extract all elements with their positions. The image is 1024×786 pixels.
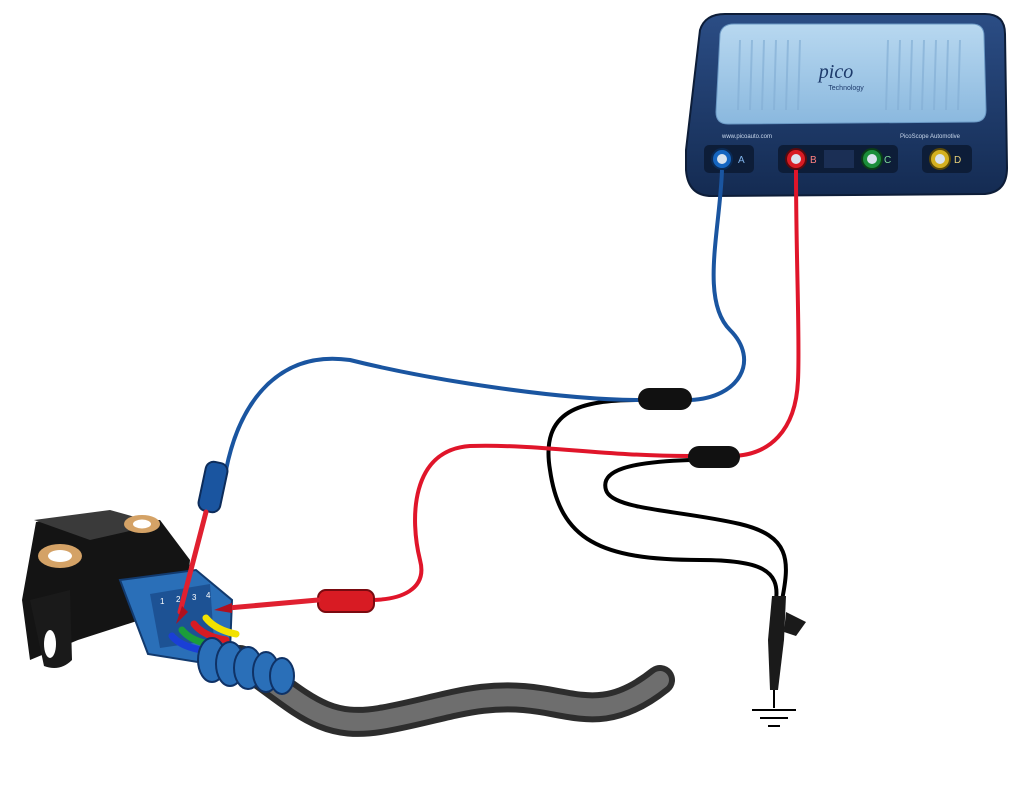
channel-b-probe-sleeve (317, 589, 375, 613)
channel-a-splitter (638, 388, 692, 410)
wiring-harness-highlight (231, 651, 669, 731)
ground-lead-b (603, 458, 788, 601)
channel-d-label: D (954, 155, 961, 166)
mounting-hole-2 (124, 515, 160, 533)
mounting-hole-1 (38, 544, 82, 568)
pin-label-4: 4 (206, 591, 211, 600)
wire-3 (190, 620, 230, 644)
channel-a-label: A (738, 155, 745, 166)
channel-c-label: C (884, 155, 891, 166)
back-probe-pin-icon (177, 509, 209, 615)
channel-b-label: B (810, 155, 817, 166)
channel-b-splitter (688, 446, 740, 468)
channel-a-socket: A (704, 145, 754, 173)
picoscope-unit: pico Technology www.picoauto.com PicoSco… (685, 13, 1009, 198)
alligator-clip-icon (768, 596, 806, 708)
channel-d-socket: D (922, 145, 972, 173)
pin-labels: 1 2 3 4 (160, 591, 211, 606)
brand-logo: pico (817, 61, 853, 83)
sensor-top-face (34, 510, 160, 540)
channel-b-lead (369, 169, 801, 602)
pin-label-3: 3 (192, 593, 197, 602)
channel-a-probe-sleeve (197, 460, 229, 514)
channel-a-lead (224, 169, 747, 471)
pin-label-1: 1 (160, 597, 165, 606)
url-label: www.picoauto.com (721, 134, 772, 140)
pin-label-2: 2 (176, 595, 181, 604)
ground-symbol-icon (752, 709, 796, 727)
scope-panel (715, 23, 987, 125)
bracket-slot (44, 630, 56, 658)
ground-lead-a (546, 398, 779, 601)
model-label: PicoScope Automotive (900, 134, 961, 140)
sensor-bracket (30, 590, 72, 668)
brand-sub: Technology (828, 85, 864, 92)
channel-c-socket: C (861, 148, 891, 170)
sensor-connector: 1 2 3 4 (118, 568, 295, 695)
map-sensor (22, 510, 190, 668)
channel-b-back-probe (214, 589, 375, 613)
harness-boot (197, 637, 295, 695)
wire-4 (202, 614, 240, 638)
panel-ribs (737, 39, 961, 111)
channel-a-back-probe (176, 460, 229, 624)
channel-b-probe-pin (225, 597, 321, 611)
